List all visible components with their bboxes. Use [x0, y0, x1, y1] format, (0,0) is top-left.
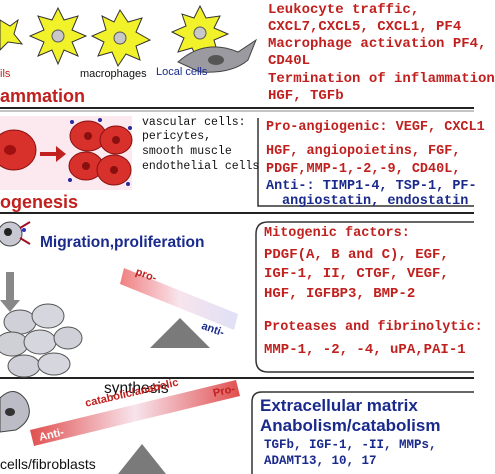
red-cell-group-left [0, 129, 37, 171]
mitogenic-box [255, 221, 474, 373]
arrow-shape [40, 146, 66, 162]
anti-angiogenic-line: Anti-: TIMP1-4, TSP-1, PF- [266, 179, 477, 194]
protease-title: Proteases and fibrinolytic: [264, 320, 483, 335]
endothelial-cells-label: endothelial cells [142, 160, 260, 173]
termination-line: Termination of inflammation [268, 71, 495, 87]
seesaw-ecm [30, 380, 240, 474]
angiogenesis-bracket [257, 118, 474, 207]
hgf-tgfb-line: HGF, TGFb [268, 88, 344, 104]
cd40l-line: CD40L [268, 53, 311, 69]
partial-cell-left [0, 18, 24, 51]
angiopoietins-line: HGF, angiopoietins, FGF, [266, 144, 461, 159]
cell-label-partial: ils [0, 68, 11, 80]
chemokine-line: CXCL7,CXCL5, CXCL1, PF4 [268, 19, 462, 35]
pdgf-mmp-line: PDGF,MMP-1,-2,-9, CD40L, [266, 162, 461, 177]
fibroblast-cell [0, 391, 30, 433]
yellow-cell-2 [90, 9, 152, 68]
seesaw-migration [120, 268, 238, 348]
angiostatin-line: angiostatin, endostatin [282, 194, 469, 209]
diagram-background [0, 4, 474, 474]
smooth-muscle-label: smooth muscle [142, 145, 232, 158]
migration-title: Migration,proliferation [40, 234, 205, 251]
mitogenic-line-2: IGF-1, II, CTGF, VEGF, [264, 266, 449, 282]
ecm-factor-line-1: TGFb, IGF-1, -II, MMPs, [264, 438, 437, 452]
macrophages-label: macrophages [80, 68, 147, 80]
ecm-factor-line-2: ADAMT13, 10, 17 [264, 454, 377, 468]
mitogenic-title: Mitogenic factors: [264, 226, 410, 241]
protease-line: MMP-1, -2, -4, uPA,PAI-1 [264, 342, 466, 358]
red-cell-group-right [68, 118, 133, 186]
angiogenesis-title: ogenesis [0, 192, 79, 212]
macrophage-activation-line: Macrophage activation PF4, [268, 36, 487, 52]
ecm-title: Extracellular matrix [260, 396, 418, 415]
local-cell-shape [177, 38, 258, 73]
ecm-box [251, 391, 474, 474]
proliferating-cells [0, 303, 83, 378]
mitogenic-line-1: PDGF(A, B and C), EGF, [264, 247, 449, 263]
inflammation-title: ammation [0, 86, 86, 106]
mitogenic-line-3: HGF, IGFBP3, BMP-2 [264, 286, 416, 302]
down-arrow [0, 272, 20, 312]
local-cells-label: Local cells [156, 66, 208, 78]
synthesis-label: synthesis [104, 380, 169, 397]
yellow-cell-1 [28, 6, 88, 66]
vascular-cells-label: vascular cells: [142, 116, 246, 129]
migrating-cell [0, 221, 31, 247]
fibroblasts-label: cells/fibroblasts [0, 456, 96, 472]
pericytes-label: pericytes, [142, 130, 212, 143]
leukocyte-traffic-line: Leukocyte traffic, [268, 2, 420, 18]
ecm-subtitle: Anabolism/catabolism [260, 416, 441, 435]
pro-angiogenic-line: Pro-angiogenic: VEGF, CXCL1 [266, 120, 485, 135]
